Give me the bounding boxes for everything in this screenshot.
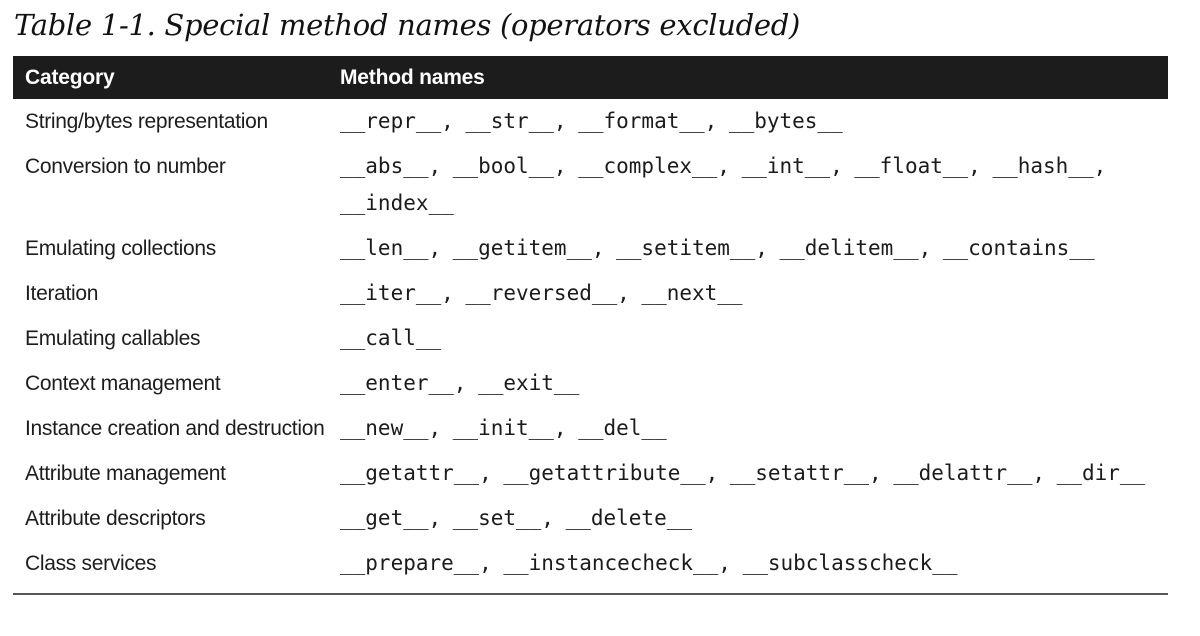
header-cell-method-names: Method names bbox=[340, 65, 485, 89]
table-row: Emulating callables __call__ bbox=[13, 316, 1168, 361]
category-cell: Instance creation and destruction bbox=[25, 417, 325, 440]
category-cell: Conversion to number bbox=[25, 155, 226, 178]
table-row: String/bytes representation __repr__, __… bbox=[13, 99, 1168, 144]
methods-cell: __call__ bbox=[340, 326, 442, 350]
table-bottom-rule bbox=[13, 593, 1168, 595]
table-header-row: Category Method names bbox=[13, 56, 1168, 99]
table-row: Instance creation and destruction __new_… bbox=[13, 406, 1168, 451]
methods-cell: __prepare__, __instancecheck__, __subcla… bbox=[340, 551, 958, 575]
category-cell: String/bytes representation bbox=[25, 110, 268, 133]
special-methods-table: Category Method names String/bytes repre… bbox=[13, 56, 1168, 595]
category-cell: Emulating collections bbox=[25, 237, 216, 260]
methods-cell: __enter__, __exit__ bbox=[340, 371, 580, 395]
category-cell: Iteration bbox=[25, 282, 99, 305]
category-cell: Attribute management bbox=[25, 462, 226, 485]
category-cell: Class services bbox=[25, 552, 157, 575]
category-cell: Attribute descriptors bbox=[25, 507, 206, 530]
table-row: Context management __enter__, __exit__ bbox=[13, 361, 1168, 406]
methods-cell: __repr__, __str__, __format__, __bytes__ bbox=[340, 109, 843, 133]
methods-cell: __new__, __init__, __del__ bbox=[340, 416, 667, 440]
table-row: Emulating collections __len__, __getitem… bbox=[13, 226, 1168, 271]
methods-cell: __abs__, __bool__, __complex__, __int__,… bbox=[340, 154, 1107, 215]
table-row: Attribute management __getattr__, __geta… bbox=[13, 451, 1168, 496]
header-cell-category: Category bbox=[25, 65, 115, 89]
table-row: Conversion to number __abs__, __bool__, … bbox=[13, 144, 1168, 226]
table-row: Attribute descriptors __get__, __set__, … bbox=[13, 496, 1168, 541]
methods-cell: __getattr__, __getattribute__, __setattr… bbox=[340, 461, 1146, 485]
methods-cell: __get__, __set__, __delete__ bbox=[340, 506, 693, 530]
table-row: Class services __prepare__, __instancech… bbox=[13, 541, 1168, 586]
methods-cell: __len__, __getitem__, __setitem__, __del… bbox=[340, 236, 1095, 260]
table-row: Iteration __iter__, __reversed__, __next… bbox=[13, 271, 1168, 316]
category-cell: Context management bbox=[25, 372, 221, 395]
table-caption: Table 1-1. Special method names (operato… bbox=[14, 8, 801, 42]
category-cell: Emulating callables bbox=[25, 327, 201, 350]
table-body: String/bytes representation __repr__, __… bbox=[13, 99, 1168, 586]
methods-cell: __iter__, __reversed__, __next__ bbox=[340, 281, 743, 305]
